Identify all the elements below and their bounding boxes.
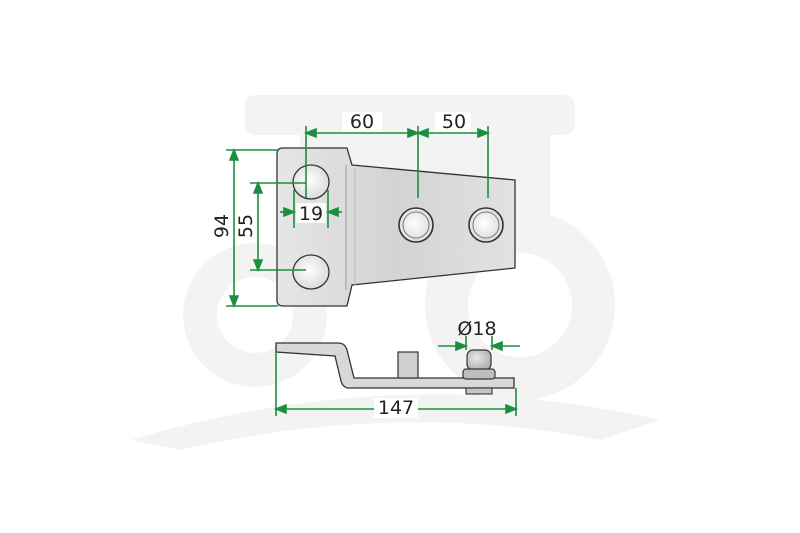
dim-94-label: 94 bbox=[211, 214, 233, 238]
bolt-hole-right-rim bbox=[472, 211, 500, 239]
plate-side-view bbox=[275, 342, 515, 395]
dim-19-label: 19 bbox=[299, 203, 323, 225]
dim-50-label: 50 bbox=[442, 111, 466, 133]
dim-55-label: 55 bbox=[235, 214, 257, 238]
bolt-hole-right bbox=[468, 207, 504, 243]
slot-hole-upper bbox=[292, 164, 330, 200]
dim-diameter-label: Ø18 bbox=[457, 318, 496, 340]
bolt-hole-left-rim bbox=[402, 211, 430, 239]
dim-60-label: 60 bbox=[350, 111, 374, 133]
bolt-hole-left bbox=[398, 207, 434, 243]
slot-hole-lower bbox=[292, 254, 330, 290]
dim-147-label: 147 bbox=[378, 397, 414, 419]
plate-top-view bbox=[276, 147, 516, 307]
